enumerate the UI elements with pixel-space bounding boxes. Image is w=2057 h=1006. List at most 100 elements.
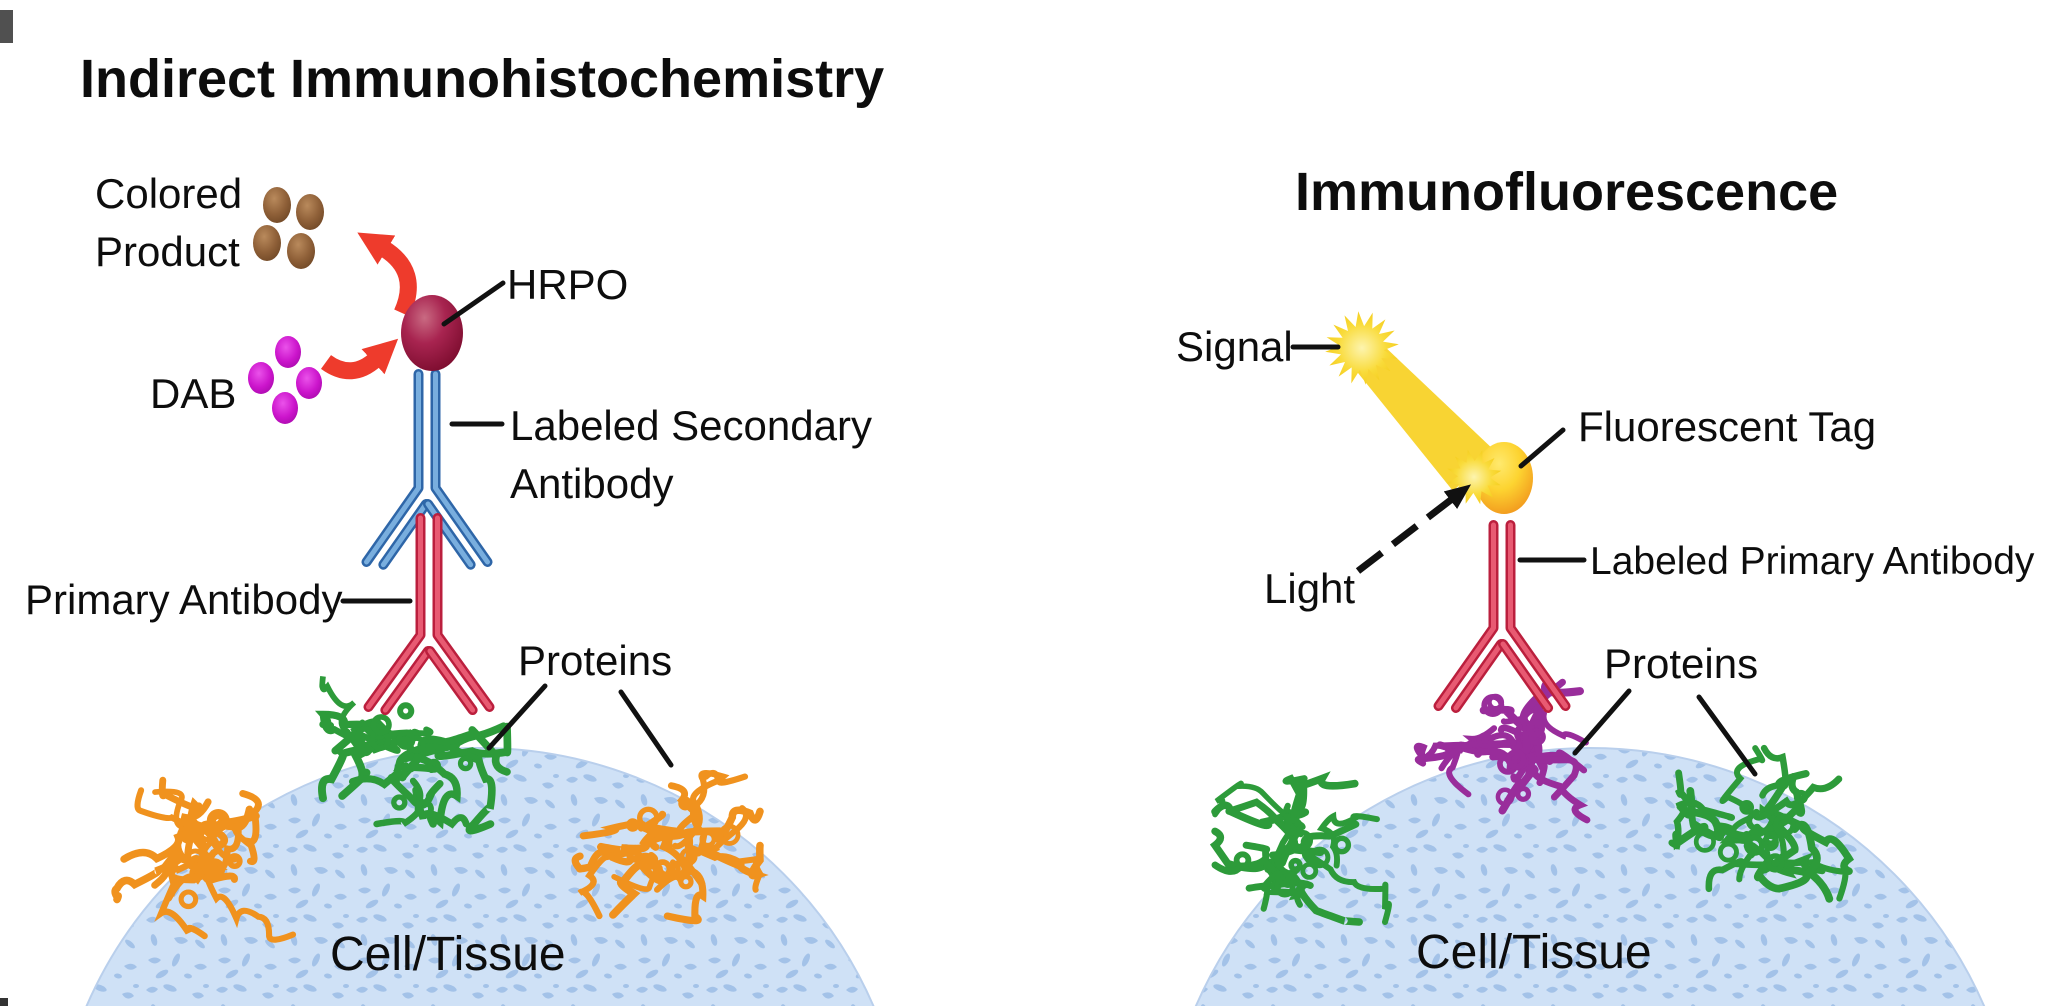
protein-loop [1526,719,1545,738]
protein-loop [1505,749,1527,770]
labels-layer: Indirect Immunohistochemistry Colored Pr… [25,49,2035,981]
cell-tissue-right [1194,747,1986,1006]
light-dashed-arrow [1355,484,1472,574]
antibody-chain-fill [433,371,490,565]
proteins-label-right: Proteins [1604,640,1758,687]
protein-loop [391,794,408,811]
protein-strand [571,848,659,873]
arrow-to-colored-product [357,232,417,317]
scan-artifact-bottom-left [0,998,8,1006]
protein-orange-left-2 [571,769,769,925]
protein-loop [189,866,203,880]
secondary-antibody-label-line2: Antibody [510,460,673,507]
protein-strand [577,848,655,920]
colored-product-dot [287,233,315,269]
labeled-primary-antibody-red-right [1433,520,1571,713]
protein-loop [457,755,474,772]
protein-green-right-2 [1668,744,1855,903]
fluorescent-tag [1475,442,1533,514]
protein-loop [370,714,392,736]
signal-beam [1354,344,1496,491]
protein-strand [1719,745,1766,835]
proteins-right-pointer-line-1 [1572,688,1632,756]
proteins-layer [111,676,1855,943]
colored-product-dot [253,225,281,261]
protein-loop [1476,732,1494,749]
protein-loop [1515,785,1532,802]
protein-strand [348,762,436,789]
antibody-chain-fill [366,515,423,710]
label-lines [340,280,1758,777]
primary-antibody-label: Primary Antibody [25,576,342,623]
antibody-chain-fill [382,648,431,713]
protein-strand [1510,751,1580,801]
antibody-chain-fill [435,515,492,710]
cell-domes [85,747,1986,1006]
protein-loop [718,823,741,846]
protein-strand [318,736,411,803]
fluorescent-tag-pointer-line [1518,427,1566,469]
protein-strand [448,741,496,835]
protein-loop [414,799,434,819]
protein-loop [1274,869,1292,886]
protein-green-left [314,676,512,835]
protein-loop [354,726,376,748]
protein-loop [669,860,687,878]
protein-loop [1772,813,1796,837]
protein-loop [678,796,693,811]
labeled-primary-antibody-label: Labeled Primary Antibody [1590,540,2035,583]
proteins-right-pointer-line-2 [1696,694,1758,777]
protein-loop [1284,817,1304,837]
dab-dot [275,336,301,368]
secondary-antibody-label-line1: Labeled Secondary [510,402,872,449]
proteins-left-pointer-line-1 [486,683,548,751]
protein-loop [637,806,660,830]
protein-loop [699,830,717,848]
colored-product-dot [296,194,324,230]
protein-loop [1291,829,1314,851]
protein-orange-left-1 [111,776,297,943]
protein-loop [1308,846,1331,869]
protein-loop [397,702,415,720]
protein-loop [1793,789,1809,805]
antibody-chain-fill [364,371,421,565]
dab-dot [272,392,298,424]
hrpo-pointer-line [441,280,506,327]
protein-loop [1717,841,1739,863]
protein-strand [203,872,297,943]
proteins-left-pointer-line-2 [618,689,674,768]
colored-product-dot [263,187,291,223]
protein-strand [1212,780,1304,838]
protein-loop [1288,857,1303,873]
protein-strand [1746,818,1826,875]
fluorescent-tag-label: Fluorescent Tag [1578,403,1876,450]
hrpo-label: HRPO [507,261,628,308]
protein-loop [626,818,640,832]
protein-loop [678,874,694,890]
protein-strand [1753,820,1821,893]
secondary-antibody-blue [361,369,493,570]
protein-strand [1752,775,1843,821]
protein-strand [1531,766,1591,824]
protein-loop [203,858,226,881]
antibodies-layer [361,369,1571,716]
protein-loop [1761,834,1779,851]
signal-label: Signal [1176,323,1293,370]
protein-strand [239,790,262,865]
scan-artifact-top-left [0,10,13,43]
left-title: Indirect Immunohistochemistry [80,49,884,109]
arrow-dab-to-hrpo [320,338,399,380]
primary-antibody-red-left [363,513,495,716]
protein-loop [1233,851,1252,869]
protein-green-right-1 [1209,771,1392,926]
light-label: Light [1264,565,1355,612]
dab-dot [248,362,274,394]
protein-loop [1743,834,1765,856]
protein-loop [652,859,673,879]
protein-loop [1495,787,1515,807]
protein-strand [319,676,373,757]
antibody-chain-fill [1508,522,1568,709]
protein-strand [609,861,674,919]
protein-loop [1332,835,1352,855]
